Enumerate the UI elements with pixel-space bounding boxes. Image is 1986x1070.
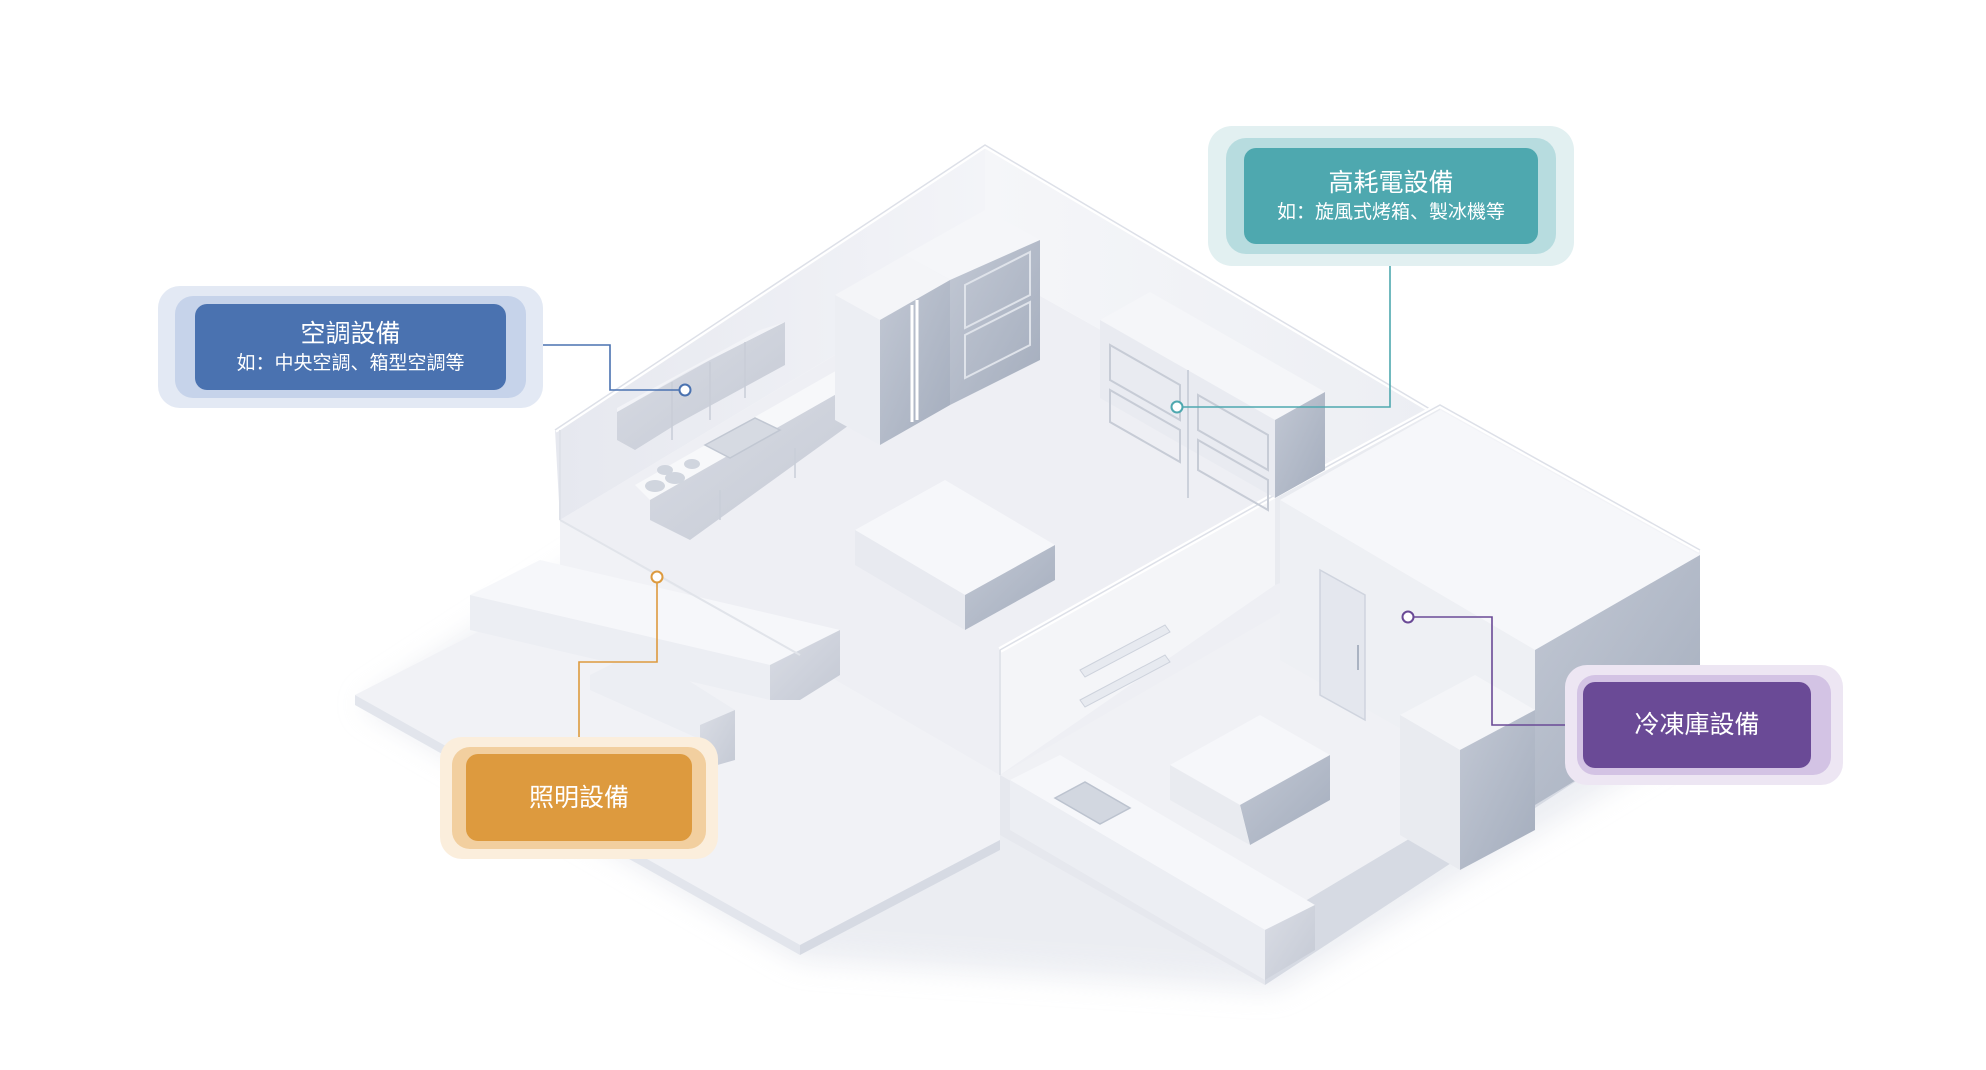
hvac-label: 空調設備 如：中央空調、箱型空調等 <box>195 304 506 390</box>
oven-stack-back <box>905 210 1040 405</box>
lighting-connector <box>578 577 658 753</box>
sink-counter-right <box>1010 755 1315 980</box>
wall-shelves <box>1079 624 1171 708</box>
freezer-callout: 冷凍庫設備 <box>1565 665 1843 785</box>
lighting-title: 照明設備 <box>528 782 629 812</box>
high-power-marker <box>1170 400 1184 414</box>
refrigerator <box>835 255 950 445</box>
lighting-marker <box>650 570 664 584</box>
high-power-connector <box>1177 262 1391 408</box>
wall-cabinets <box>617 322 785 450</box>
hvac-title: 空調設備 <box>300 319 401 349</box>
high-power-subtitle: 如：旋風式烤箱、製冰機等 <box>1276 201 1505 224</box>
high-power-label: 高耗電設備 如：旋風式烤箱、製冰機等 <box>1244 148 1538 244</box>
rotary-ovens <box>1100 292 1325 512</box>
freezer-label: 冷凍庫設備 <box>1583 682 1811 768</box>
hvac-subtitle: 如：中央空調、箱型空調等 <box>236 352 465 375</box>
lighting-callout: 照明設備 <box>440 737 718 859</box>
high-power-callout: 高耗電設備 如：旋風式烤箱、製冰機等 <box>1208 126 1574 266</box>
high-power-title: 高耗電設備 <box>1328 168 1454 198</box>
prep-table-right <box>1170 715 1330 845</box>
chest-freezer <box>1400 675 1535 870</box>
callout-connectors <box>540 262 1583 753</box>
lighting-label: 照明設備 <box>466 754 692 841</box>
hvac-callout: 空調設備 如：中央空調、箱型空調等 <box>158 286 543 408</box>
freezer-connector <box>1408 616 1583 726</box>
cooking-counter <box>635 360 870 540</box>
counter-outlines <box>559 519 1001 775</box>
hvac-marker <box>678 383 692 397</box>
freezer-marker <box>1401 610 1415 624</box>
freezer-title: 冷凍庫設備 <box>1634 710 1760 740</box>
kitchen-island <box>855 480 1055 630</box>
hvac-connector <box>540 344 685 391</box>
front-counters <box>470 560 840 770</box>
